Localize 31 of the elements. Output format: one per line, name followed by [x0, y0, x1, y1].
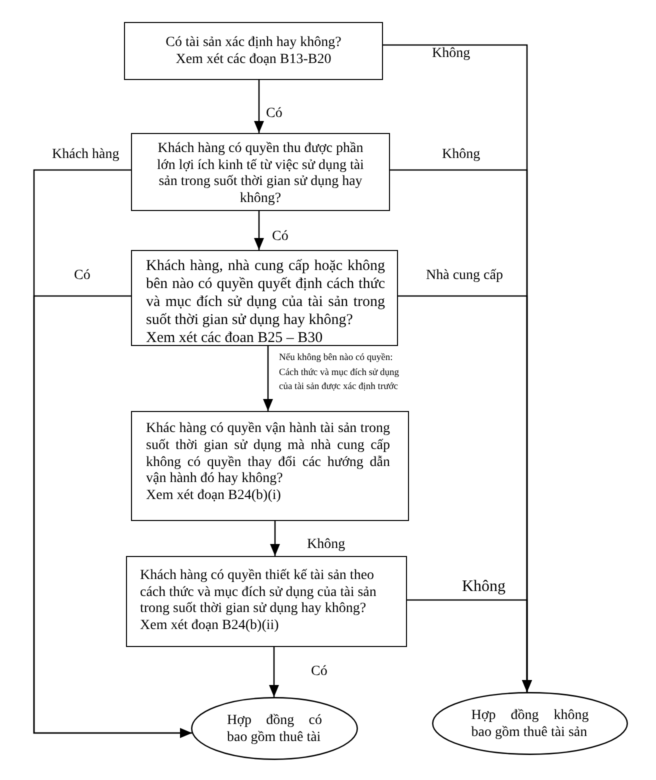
arrow [269, 647, 279, 697]
decision-box [124, 22, 383, 80]
reference-text: Xem xét các đoạn B13-B20 [174, 51, 332, 68]
edge-label: Khách hàng [50, 147, 122, 163]
result-ellipse [191, 697, 358, 760]
question-text: Có tài sản xác định hay không? [164, 34, 342, 51]
arrow [407, 599, 532, 692]
edge-label: Không [305, 537, 348, 553]
result-ellipse [432, 692, 628, 755]
arrow [254, 211, 264, 250]
reference-text: Xem xét đoạn B24(b)(ii) [140, 618, 280, 635]
reference-text: Xem xét các đoan B25 – B30 [146, 329, 324, 347]
question-text: Khác hàng có quyền vận hành tài sản trong suốt thời gian sử dụng mà nhà cung cấp không có quyền thay đổi các hướng dẫn vận hành đó hay không? [146, 421, 390, 488]
arrow [270, 521, 280, 556]
decision-box [131, 250, 398, 346]
question-text: Khách hàng, nhà cung cấp hoặc không bên nào có quyền quyết định cách thức và mục đích sử dụng của tài sản trong suốt thời gian sử dụng hay không? [146, 257, 385, 329]
arrow [263, 346, 273, 411]
conclusion-text: Hợp đồng không bao gồm thuê tài sản [471, 706, 589, 740]
arrow [254, 80, 264, 133]
question-text: Khách hàng có quyền thu được phần lớn lợi ích kinh tế từ việc sử dụng tài sản trong suốt thời gian sử dụng hay không? [156, 141, 365, 207]
edge-label: Không [440, 147, 482, 163]
decision-box [126, 556, 407, 647]
reference-text: Xem xét đoạn B24(b)(i) [146, 488, 282, 505]
arrow [33, 295, 192, 738]
decision-box [131, 411, 409, 521]
conclusion-text: Hợp đồng có bao gồm thuê tài [227, 712, 322, 746]
edge-label: Không [460, 578, 508, 596]
question-text: Khách hàng có quyền thiết kế tài sản theo cách thức và mục đích sử dụng của tài sản trong suốt thời gian sử dụng hay không? [140, 568, 378, 618]
edge-label: Không [430, 46, 472, 62]
edge-label: Nhà cung cấp [424, 268, 505, 284]
decision-box [131, 133, 390, 211]
